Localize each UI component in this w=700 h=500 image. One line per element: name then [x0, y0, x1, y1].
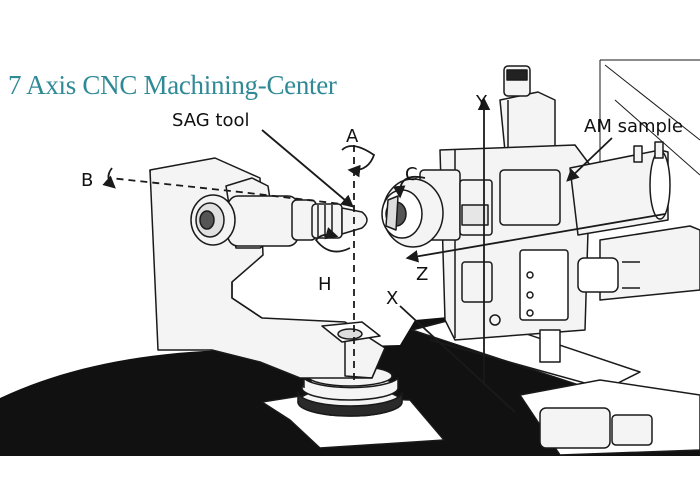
axis-y-label: Y [475, 92, 488, 113]
axis-c-rotation-arrow [392, 175, 426, 199]
axis-b-label: B [81, 170, 93, 191]
am-sample-label: AM sample [584, 116, 683, 137]
axis-c-label: C [405, 164, 418, 185]
axis-z-line [405, 213, 666, 263]
sag-tool-label: SAG tool [172, 110, 250, 131]
axis-labels: SAG tool AM sample A B C H X Y Z [81, 92, 683, 309]
axis-z-label: Z [416, 264, 428, 285]
axis-a-label: A [346, 126, 359, 147]
axis-b-rotation-arrow [102, 167, 116, 189]
axis-b-line [109, 177, 351, 206]
axis-a-rotation-arrow [341, 145, 376, 178]
axis-h-label: H [318, 274, 332, 295]
diagram-title: 7 Axis CNC Machining-Center [8, 70, 337, 100]
axis-x-label: X [386, 288, 398, 309]
sag-tool-pointer [261, 129, 354, 208]
axis-h-rotation-arrow [314, 227, 351, 253]
am-sample-pointer [566, 137, 613, 182]
swivel-arm-assembly [149, 157, 445, 449]
axis-x-line [399, 305, 516, 413]
axis-guides [102, 97, 666, 413]
